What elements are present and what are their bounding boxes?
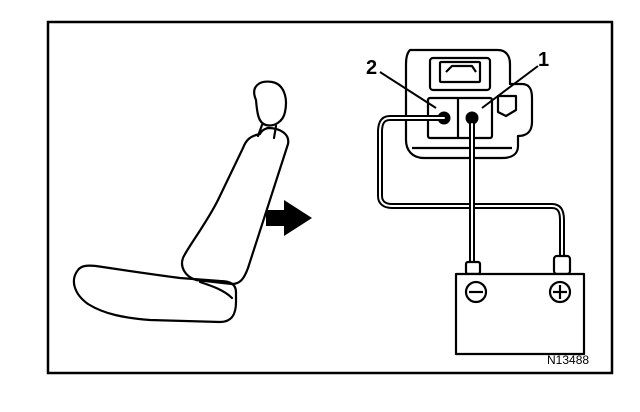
arrow-right-icon [266, 200, 312, 236]
plus-circle-icon [548, 280, 572, 304]
connector-side-tab [496, 94, 518, 118]
battery [454, 254, 586, 356]
seat-illustration [72, 80, 290, 324]
connector-housing [404, 48, 534, 160]
connector [404, 48, 534, 160]
connector-latch-notch [445, 64, 477, 73]
terminal-1-leader [481, 65, 539, 109]
seat-backrest [180, 126, 290, 286]
seat-headrest [253, 80, 288, 127]
battery-negative-post [464, 260, 482, 276]
seat-cushion-seam [198, 280, 234, 300]
wiring [377, 115, 565, 265]
connector-latch [428, 56, 492, 92]
terminal-2-label: 2 [366, 57, 377, 79]
connector-latch-inner [438, 60, 482, 84]
terminal-1-label: 1 [538, 49, 549, 71]
figure-code: N13488 [547, 353, 589, 367]
battery-positive-post [552, 254, 572, 276]
battery-body [454, 272, 586, 356]
minus-circle-icon [464, 280, 488, 304]
figure-frame [46, 20, 614, 375]
terminal-2-leader [379, 71, 437, 109]
wire-terminal-2-to-positive-core [379, 117, 563, 261]
seat-cushion [72, 264, 238, 324]
